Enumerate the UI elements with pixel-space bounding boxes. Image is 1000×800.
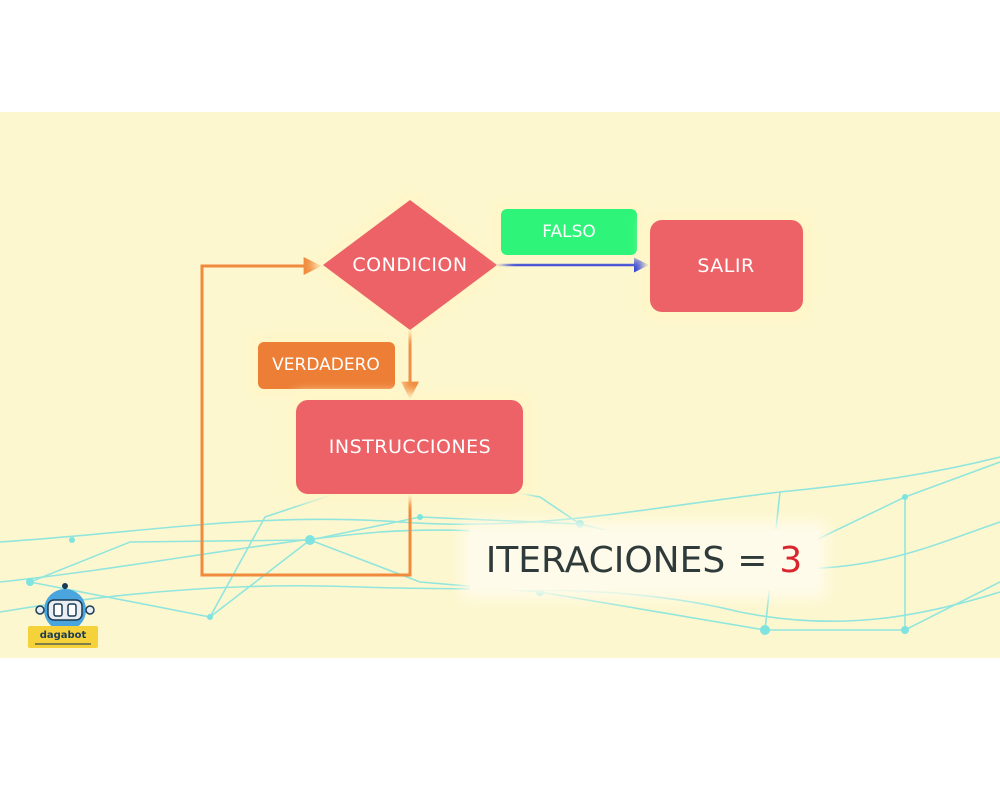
slide-canvas: CONDICION FALSO SALIR VERDADERO INSTRUCC… <box>0 112 1000 658</box>
loop-back-connector <box>200 257 412 577</box>
exit-label: SALIR <box>697 255 754 277</box>
instructions-node: INSTRUCCIONES <box>288 392 532 502</box>
instructions-label: INSTRUCCIONES <box>329 436 491 458</box>
brand-name: dagabot <box>39 629 87 641</box>
exit-node: SALIR <box>642 212 812 320</box>
condition-label: CONDICION <box>352 254 467 276</box>
brand-tagline-mark <box>35 642 91 645</box>
network-nodes <box>26 494 909 635</box>
flowchart: CONDICION FALSO SALIR VERDADERO INSTRUCC… <box>0 190 1000 635</box>
brand-label: dagabot <box>28 626 98 648</box>
iteration-counter: ITERACIONES = 3 <box>470 530 818 590</box>
true-label: VERDADERO <box>250 334 402 396</box>
iteration-counter-equals: = <box>737 539 768 581</box>
robot-logo-icon <box>35 583 95 631</box>
false-label-text: FALSO <box>542 222 596 242</box>
iteration-counter-value: 3 <box>779 539 803 581</box>
iteration-counter-label: ITERACIONES <box>485 539 726 581</box>
true-label-text: VERDADERO <box>272 355 380 375</box>
false-label: FALSO <box>494 202 644 260</box>
condition-node: CONDICION <box>310 190 510 340</box>
